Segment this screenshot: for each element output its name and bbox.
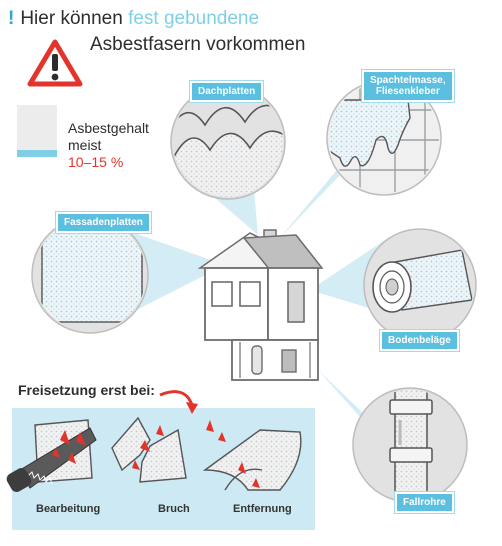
bearbeitung-illustration: [6, 419, 97, 492]
release-heading: Freisetzung erst bei:: [18, 382, 155, 398]
tag-fassadenplatten: Fassadenplatten: [56, 212, 151, 233]
caption-bearbeitung: Bearbeitung: [36, 503, 101, 515]
title-line-1: !Hier können fest gebundene: [8, 8, 259, 30]
title-line-2: Asbestfasern vorkommen: [90, 34, 306, 55]
caption-entfernung: Entfernung: [233, 503, 292, 515]
tag-spachtelmasse-line-1: Spachtelmasse,: [370, 75, 446, 86]
fassadenplatten-circle: [31, 216, 149, 334]
legend-range: 10–15 %: [68, 154, 124, 170]
legend-label-1: Asbestgehalt: [68, 120, 149, 136]
house-illustration: [197, 229, 324, 381]
bruch-illustration: [111, 416, 187, 483]
exclamation-mark: !: [8, 8, 15, 29]
tag-dachplatten: Dachplatten: [190, 81, 264, 102]
fallrohre-circle: [352, 387, 468, 503]
tag-spachtelmasse-line-2: Fliesenkleber: [375, 86, 440, 97]
bodenbelaege-circle: [363, 228, 477, 342]
legend-label-2: meist: [68, 137, 102, 153]
entfernung-illustration: [202, 420, 302, 491]
tag-bodenbelaege: Bodenbeläge: [380, 330, 459, 351]
title-accent: fest gebundene: [128, 8, 260, 29]
tag-spachtelmasse: Spachtelmasse, Fliesenkleber: [362, 70, 454, 102]
tag-fallrohre: Fallrohre: [395, 492, 454, 513]
legend-text: Asbestgehalt meist 10–15 %: [68, 120, 149, 171]
title-plain: Hier können: [20, 8, 123, 29]
asbestos-content-legend-swatch: [17, 105, 57, 157]
caption-bruch: Bruch: [158, 503, 190, 515]
release-panel: [6, 390, 315, 530]
curved-arrow-icon: [159, 390, 198, 414]
warning-triangle-icon: [27, 39, 83, 87]
